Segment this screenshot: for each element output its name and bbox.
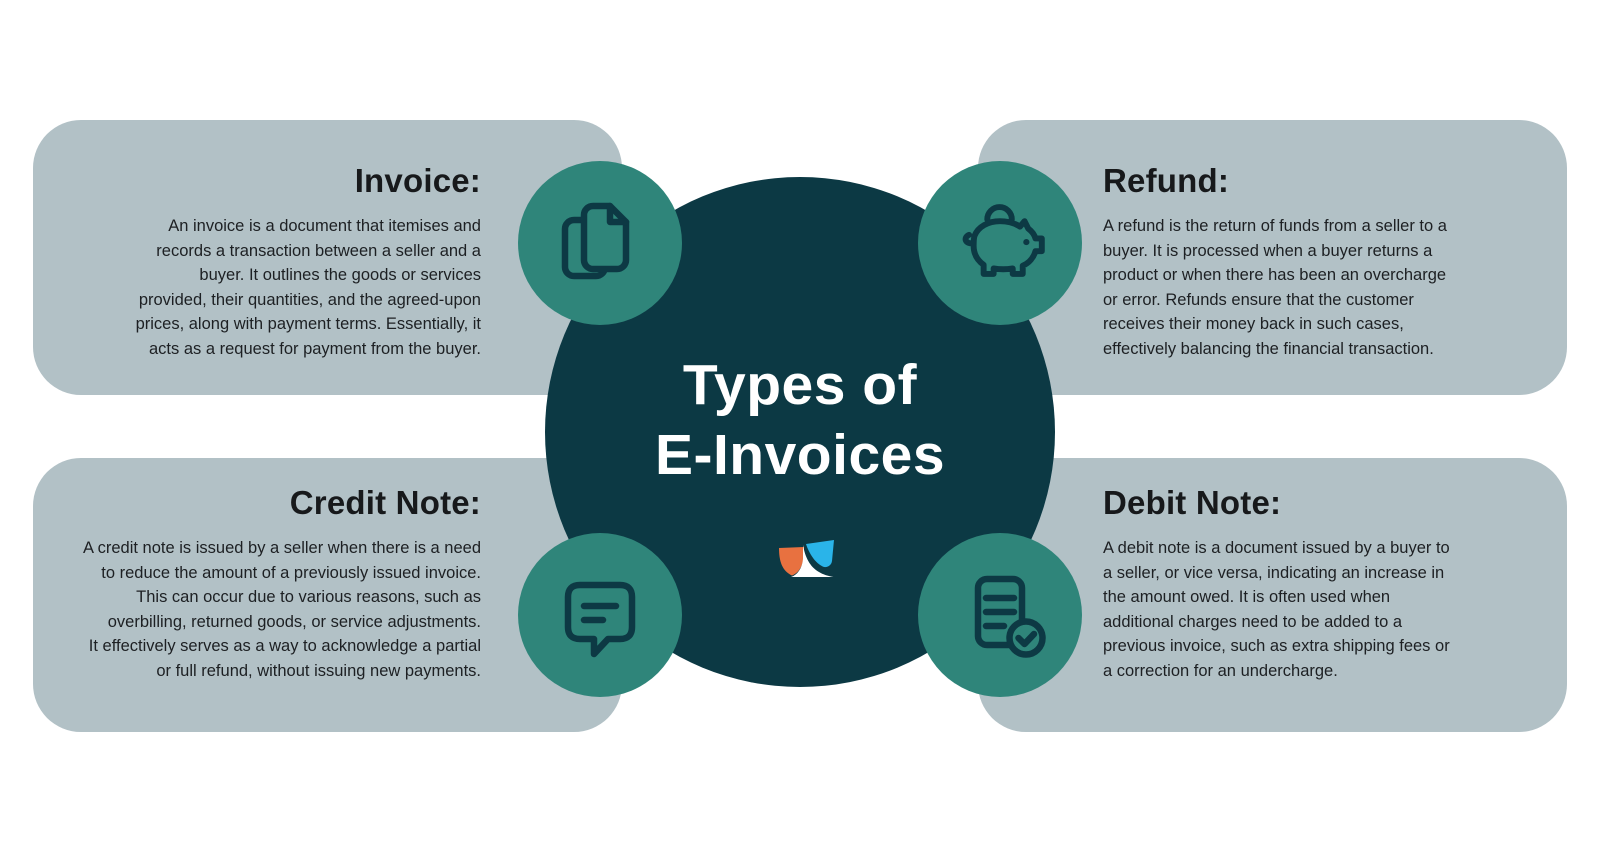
documents-copy-icon [561,202,630,280]
brand-logo-icon [777,539,839,579]
credit-note-body: A credit note is issued by a seller when… [82,539,481,680]
credit-note-heading: Credit Note: [289,484,481,521]
debit-note-section: Debit Note: A debit note is a document i… [1103,482,1543,683]
invoice-section: Invoice: An invoice is a document that i… [30,160,481,361]
page-title: Types of E-Invoices [545,350,1055,490]
debit-note-icon-circle [918,533,1082,697]
invoice-icon-circle [518,161,682,325]
debit-note-body: A debit note is a document issued by a b… [1103,539,1450,680]
refund-section: Refund: A refund is the return of funds … [1103,160,1543,361]
title-line-2: E-Invoices [654,423,946,487]
invoice-heading: Invoice: [354,162,481,199]
refund-body: A refund is the return of funds from a s… [1103,217,1447,358]
document-check-icon [974,575,1046,658]
credit-note-icon-circle [518,533,682,697]
credit-note-section: Credit Note: A credit note is issued by … [30,482,481,683]
invoice-body: An invoice is a document that itemises a… [135,217,481,358]
piggy-bank-icon [962,204,1045,277]
title-line-1: Types of [682,353,918,417]
debit-note-heading: Debit Note: [1103,484,1282,521]
refund-heading: Refund: [1103,162,1230,199]
chat-bubble-icon [564,581,636,658]
refund-icon-circle [918,161,1082,325]
